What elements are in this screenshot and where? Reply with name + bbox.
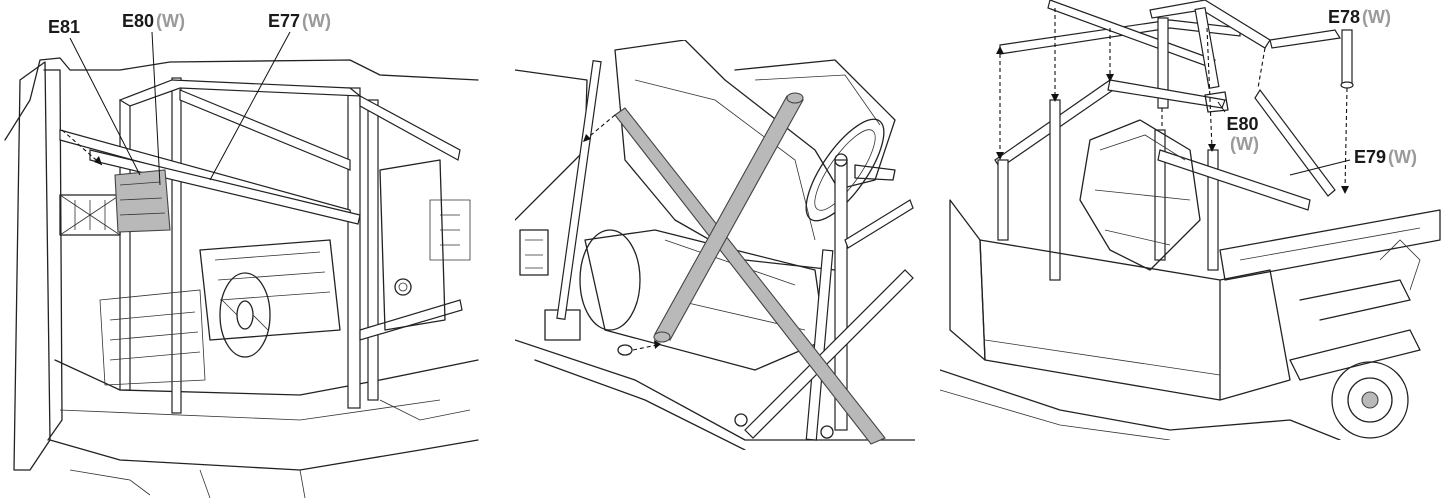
panel-left-assembly: E81 E80(W) E77(W)	[0, 0, 482, 499]
material-suffix: (W)	[1388, 147, 1418, 167]
part-number: E81	[48, 17, 81, 37]
part-label-e80: E80 (W)	[1226, 114, 1259, 154]
part-label-e78: E78(W)	[1328, 8, 1391, 26]
material-suffix: (W)	[1362, 7, 1392, 27]
part-number: E80	[122, 11, 155, 31]
part-label-e81: E81	[48, 18, 82, 36]
panel-right-assembly: E78(W) E80 (W) E79(W)	[940, 0, 1442, 499]
material-suffix: (W)	[156, 11, 186, 31]
part-number: E78	[1328, 7, 1361, 27]
part-number: E77	[268, 11, 301, 31]
panel-left-drawing	[4, 31, 479, 499]
panel-middle-drawing	[515, 40, 915, 450]
part-label-e79: E79(W)	[1354, 148, 1417, 166]
part-number: E80	[1226, 114, 1259, 134]
material-suffix: (W)	[302, 11, 332, 31]
part-label-e80: E80(W)	[122, 12, 185, 30]
panel-middle-detail	[515, 40, 915, 450]
panel-right-drawing	[940, 0, 1441, 440]
part-number: E79	[1354, 147, 1387, 167]
part-label-e77: E77(W)	[268, 12, 331, 30]
material-suffix: (W)	[1230, 134, 1259, 154]
